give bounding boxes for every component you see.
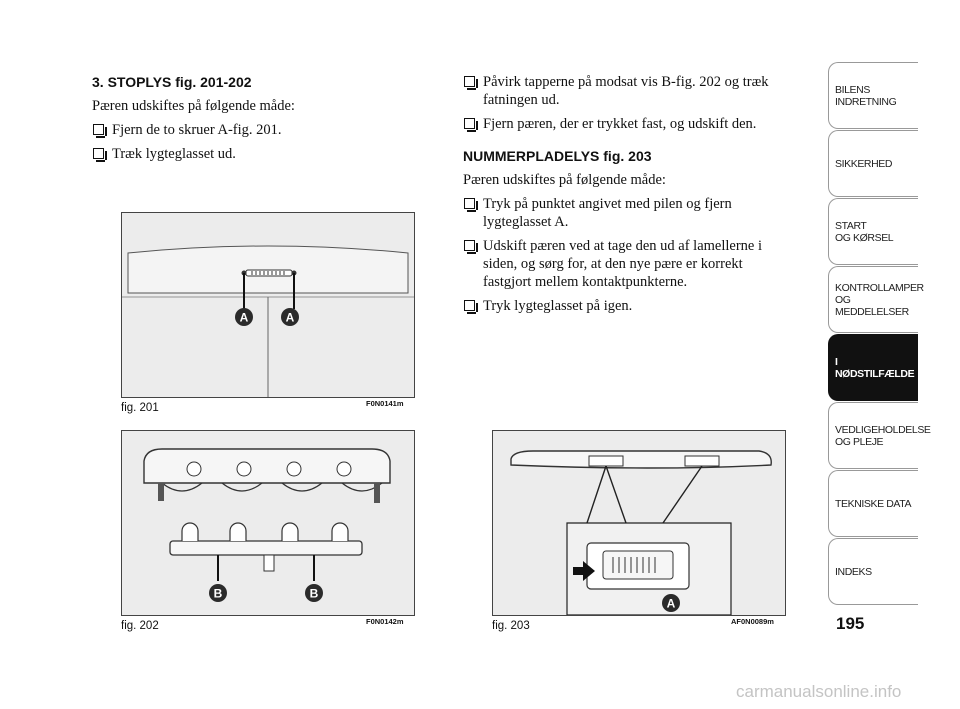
left-column: 3. STOPLYS fig. 201-202 Pæren udskiftes …: [92, 73, 412, 169]
bulb-holder-illustration: B B: [143, 448, 391, 602]
figure-203: A: [492, 430, 786, 616]
tab-bilens-indretning[interactable]: BILENS INDRETNING: [828, 62, 918, 129]
tab-vedligeholdelse[interactable]: VEDLIGEHOLDELSE OG PLEJE: [828, 402, 931, 469]
label-b: B: [214, 587, 223, 601]
list-item: Påvirk tapperne på modsat vis B-fig. 202…: [463, 73, 793, 109]
checkbox-bullet-icon: [464, 300, 478, 314]
list-item: Tryk på punktet angivet med pilen og fje…: [463, 195, 793, 231]
label-a: A: [667, 597, 676, 611]
tab-sikkerhed[interactable]: SIKKERHED: [828, 130, 918, 197]
checkbox-bullet-icon: [93, 124, 107, 138]
figure-caption: fig. 202: [121, 620, 159, 632]
watermark: carmanualsonline.info: [736, 682, 902, 701]
figure-code: F0N0142m: [366, 617, 404, 626]
stop-light-illustration: A A: [122, 245, 414, 397]
list-item: Tryk lygteglasset på igen.: [463, 297, 793, 315]
intro-text: Pæren udskiftes på følgende måde:: [463, 172, 666, 188]
figure-202: B B: [121, 430, 415, 616]
right-column: Påvirk tapperne på modsat vis B-fig. 202…: [463, 73, 793, 321]
tab-indeks[interactable]: INDEKS: [828, 538, 918, 605]
section-heading-nummerpladelys: NUMMERPLADELYS fig. 203: [463, 148, 652, 164]
tab-start-og-korsel[interactable]: START OG KØRSEL: [828, 198, 918, 265]
figure-caption: fig. 203: [492, 620, 530, 632]
page-number: 195: [836, 614, 865, 633]
label-b: B: [310, 587, 319, 601]
checkbox-bullet-icon: [464, 240, 478, 254]
tab-i-nodstilfaelde[interactable]: I NØDSTILFÆLDE: [828, 334, 918, 401]
tab-tekniske-data[interactable]: TEKNISKE DATA: [828, 470, 918, 537]
figure-code: AF0N0089m: [731, 617, 774, 626]
section-heading-stoplys: 3. STOPLYS fig. 201-202: [92, 74, 252, 90]
list-item: Fjern de to skruer A-fig. 201.: [92, 121, 412, 139]
checkbox-bullet-icon: [93, 148, 107, 162]
figure-caption: fig. 201: [121, 402, 159, 414]
checkbox-bullet-icon: [464, 76, 478, 90]
checkbox-bullet-icon: [464, 118, 478, 132]
label-a: A: [240, 311, 249, 325]
figure-code: F0N0141m: [366, 399, 404, 408]
tab-kontrollamper[interactable]: KONTROLLAMPER OG MEDDELELSER: [828, 266, 924, 333]
figure-201: A A: [121, 212, 415, 398]
label-a: A: [286, 311, 295, 325]
list-item: Fjern pæren, der er trykket fast, og uds…: [463, 115, 793, 133]
intro-text: Pæren udskiftes på følgende måde:: [92, 98, 295, 114]
number-plate-light-illustration: A: [510, 450, 772, 615]
checkbox-bullet-icon: [464, 198, 478, 212]
list-item: Træk lygteglasset ud.: [92, 145, 412, 163]
list-item: Udskift pæren ved at tage den ud af lame…: [463, 237, 793, 291]
